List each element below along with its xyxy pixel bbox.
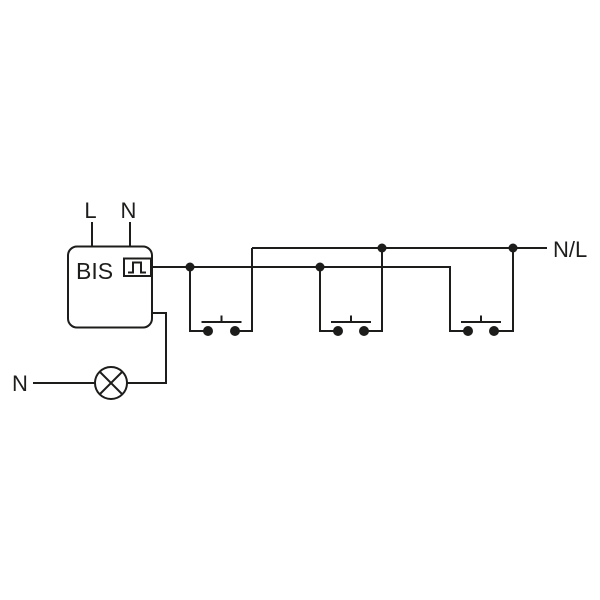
contact-dot (359, 326, 369, 336)
contact-dot (333, 326, 343, 336)
junction-dot (315, 262, 325, 272)
button3-right-wire (494, 248, 514, 332)
button1-left-wire (189, 267, 208, 332)
bis-device-label: BIS (76, 258, 113, 284)
button1-right-wire (235, 248, 253, 332)
contact-dot (230, 326, 240, 336)
contact-dot (489, 326, 499, 336)
neutral-label: N (12, 371, 28, 396)
control-line-wire (152, 266, 468, 332)
terminal-l-label: L (84, 198, 96, 223)
button2-right-wire (364, 248, 383, 332)
dot-layer (185, 243, 518, 336)
nl-bus-label: N/L (553, 237, 587, 262)
bis-device-box (67, 245, 153, 329)
junction-dot (508, 243, 518, 253)
contact-dot (203, 326, 213, 336)
button2-left-wire (319, 267, 338, 332)
pulse-icon (123, 257, 152, 277)
lamp-icon (94, 366, 128, 400)
lamp-icon-cross (99, 371, 123, 395)
pulse-icon-waveform (128, 261, 146, 274)
wire-layer (33, 222, 547, 400)
push-button-3-icon (461, 315, 501, 323)
junction-dot (185, 262, 195, 272)
push-button-2-icon (331, 315, 371, 323)
terminal-n-label: N (121, 198, 137, 223)
push-button-1-icon (201, 315, 242, 323)
junction-dot (377, 243, 387, 253)
label-layer: L N BIS N/L N (12, 198, 587, 396)
lamp-feed-wire (127, 312, 167, 384)
contact-dot (463, 326, 473, 336)
